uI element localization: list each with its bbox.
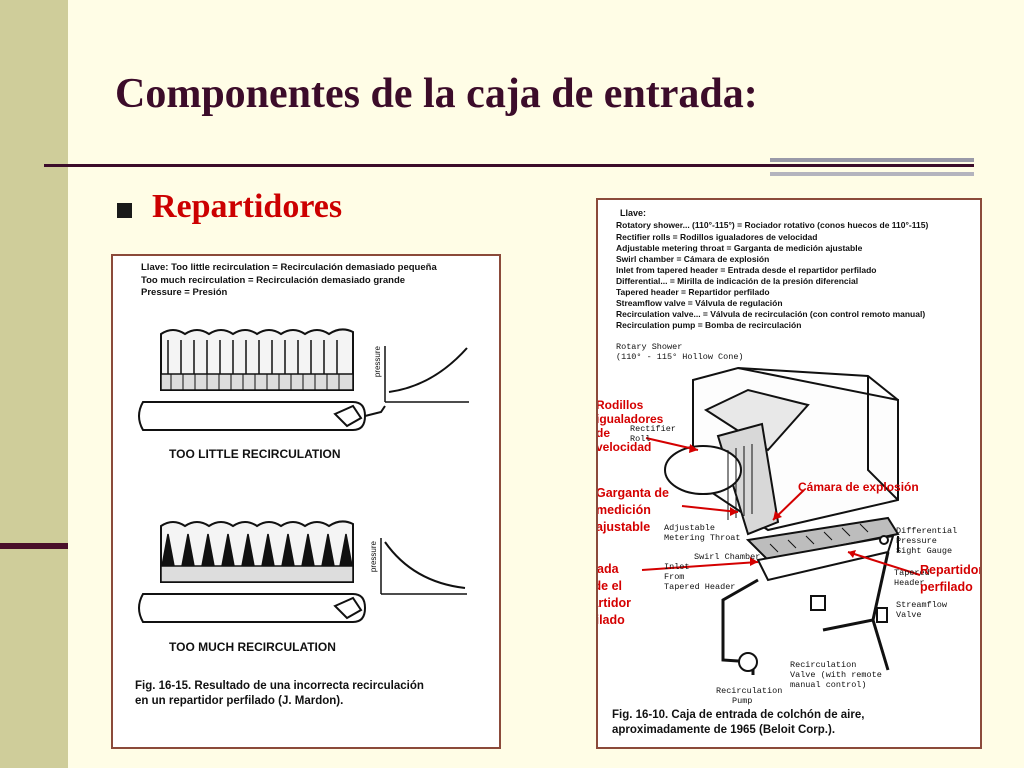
title-rule-accent-bottom — [770, 172, 974, 176]
pressure-curve-top — [384, 346, 469, 403]
sidebar-accent-bar — [0, 543, 68, 549]
pressure-label: Pressure — [896, 536, 937, 546]
right-key-line-5: Inlet from tapered header = Entrada desd… — [616, 265, 877, 275]
adjustable-label: Adjustable — [664, 523, 716, 533]
valve-label: Valve — [896, 610, 922, 620]
right-key-line-3: Adjustable metering throat = Garganta de… — [616, 243, 863, 253]
recirc-valve-label-2: Valve (with remote — [790, 670, 882, 680]
recirculation-drawing — [138, 328, 469, 623]
headbox-drawing — [641, 366, 921, 675]
recirc-valve-label-3: manual control) — [790, 680, 867, 690]
left-caption-line-1: Fig. 16-15. Resultado de una incorrecta … — [135, 680, 424, 692]
headbox-figure: Llave: Rotatory shower... (110°-115°) = … — [596, 198, 982, 749]
right-key-line-0: Llave: — [620, 208, 647, 218]
recirc-valve-label-1: Recirculation — [790, 660, 857, 670]
sight-gauge-label: Sight Gauge — [896, 546, 953, 556]
from-label: From — [664, 572, 685, 582]
annotation-arrowheads — [689, 444, 856, 566]
pressure-curve-bottom — [380, 538, 467, 595]
right-key-line-1: Rotatory shower... (110°-115°) = Rociado… — [616, 220, 929, 230]
differential-label: Differential — [896, 526, 958, 536]
left-key-line-1: Llave: Too little recirculation = Recirc… — [141, 262, 437, 273]
valves-and-pump — [738, 595, 888, 672]
left-key-line-3: Pressure = Presión — [141, 287, 228, 298]
tapered-header-source-label: Tapered Header — [664, 582, 736, 592]
too-much-label: TOO MUCH RECIRCULATION — [169, 640, 336, 654]
title-rule-accent-top — [770, 158, 974, 162]
distributor-bottom-drawing — [138, 520, 367, 623]
right-caption-line-1: Fig. 16-10. Caja de entrada de colchón d… — [612, 709, 865, 721]
right-key-line-8: Streamflow valve = Válvula de regulación — [616, 298, 783, 308]
annotation-repartidor: Repartidor perfilado — [920, 563, 982, 594]
rotary-shower-label: Rotary Shower — [616, 342, 683, 352]
headbox-hatching — [727, 444, 869, 553]
streamflow-label: Streamflow — [896, 600, 948, 610]
annotation-garganta: Garganta de medición ajustable — [596, 486, 669, 534]
left-caption-line-2: en un repartidor perfilado (J. Mardon). — [135, 695, 344, 707]
recirc-pump-label-1: Recirculation — [716, 686, 783, 696]
right-key-line-9: Recirculation valve... = Válvula de reci… — [616, 309, 926, 319]
hollow-cone-label: (110° - 115° Hollow Cone) — [616, 352, 744, 362]
slide-title: Componentes de la caja de entrada: — [115, 71, 758, 117]
pressure-axis-label-bottom: pressure — [369, 541, 378, 573]
sidebar-decoration — [0, 0, 68, 768]
too-little-label: TOO LITTLE RECIRCULATION — [169, 447, 341, 461]
right-key-line-6: Differential... = Mirilla de indicación … — [616, 276, 859, 286]
right-key-line-2: Rectifier rolls = Rodillos igualadores d… — [616, 232, 818, 242]
annotation-rodillos: Rodillos igualadores de velocidad — [596, 398, 664, 454]
annotation-entrada: Entrada desde el repartidor perfilado — [596, 562, 632, 627]
distributor-top-drawing — [138, 328, 386, 431]
bullet-square-icon — [117, 203, 132, 218]
left-key-line-2: Too much recirculation = Recirculación d… — [141, 275, 406, 286]
annotation-camara: Cámara de explosión — [798, 480, 919, 494]
recirculation-figure: Llave: Too little recirculation = Recirc… — [111, 254, 501, 749]
metering-throat-label: Metering Throat — [664, 533, 741, 543]
title-rule — [44, 164, 974, 167]
swirl-chamber-label: Swirl Chamber — [694, 552, 761, 562]
right-key-line-4: Swirl chamber = Cámara de explosión — [616, 254, 770, 264]
pressure-axis-label-top: pressure — [373, 346, 382, 378]
rectifier-label: Rectifier — [630, 424, 676, 434]
recirc-pump-label-2: Pump — [732, 696, 753, 706]
inlet-label: Inlet — [664, 562, 690, 572]
bullet-text: Repartidores — [152, 188, 343, 225]
right-key-line-7: Tapered header = Repartidor perfilado — [616, 287, 770, 297]
right-caption-line-2: aproximadamente de 1965 (Beloit Corp.). — [612, 724, 836, 736]
tapered-label: Tapered — [894, 568, 930, 578]
right-key-line-10: Recirculation pump = Bomba de recirculac… — [616, 320, 802, 330]
roll-label: Roll — [630, 434, 651, 444]
headbox-body — [664, 366, 900, 582]
header-label: Header — [894, 578, 925, 588]
